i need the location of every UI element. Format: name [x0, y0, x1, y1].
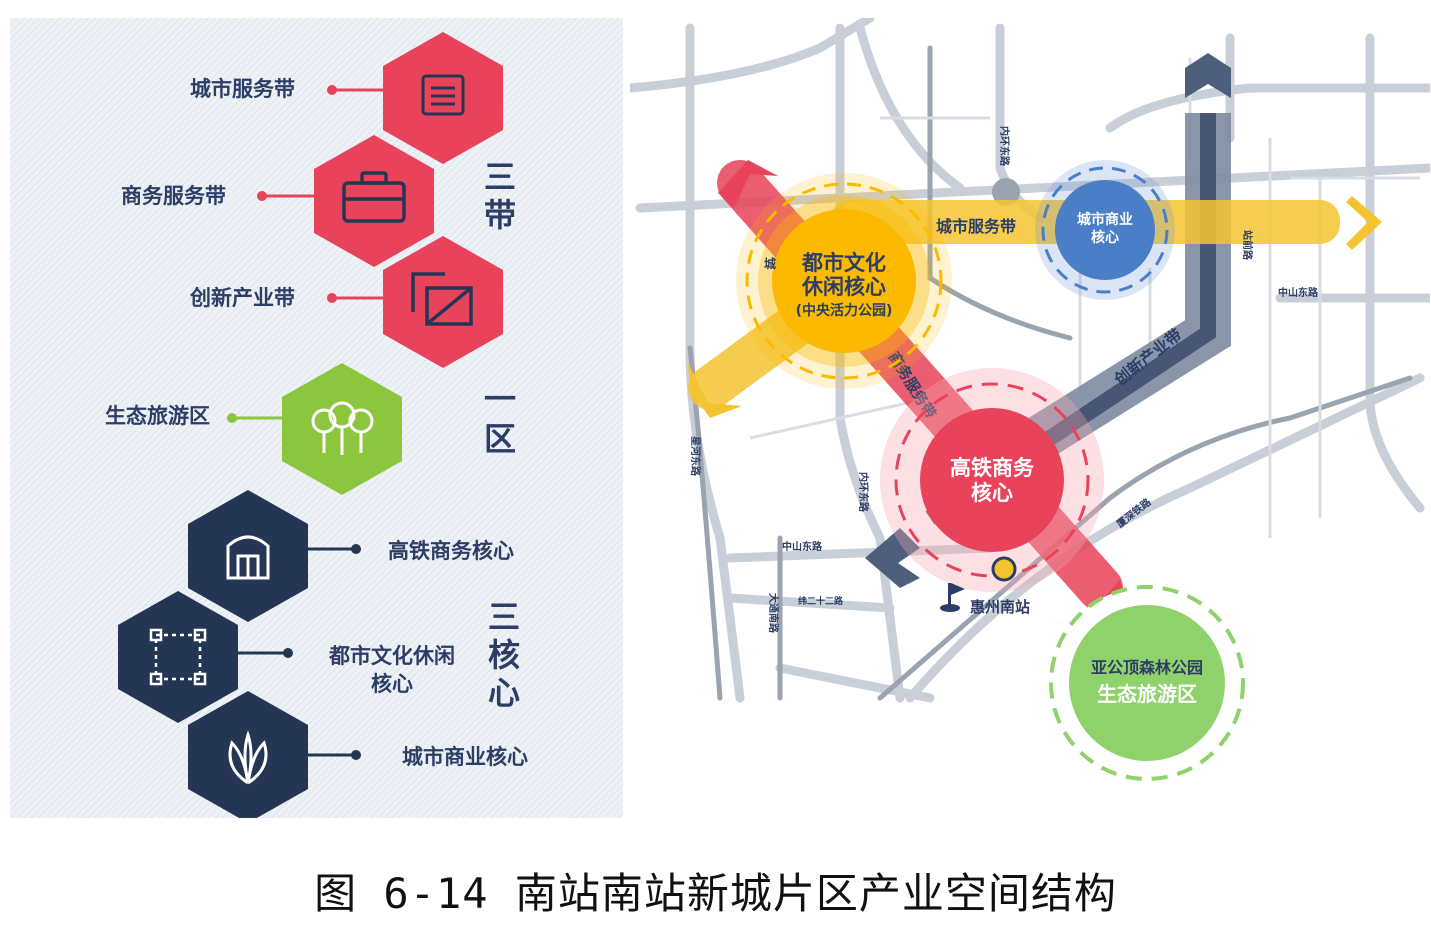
hex-navy-3	[188, 691, 308, 818]
legend-item-business-service-band: 商务服务带	[121, 135, 434, 267]
label-city-service-band: 城市服务带	[936, 217, 1016, 236]
svg-text:心: 心	[488, 674, 520, 712]
core-eco-line1: 亚公顶森林公园	[1091, 658, 1203, 677]
group-label-three-cores: 三 核 心	[488, 598, 520, 712]
leaf-icon	[228, 730, 268, 785]
road-label-inner-ring-s: 内环东路	[857, 472, 870, 513]
core-hsr-line1: 高铁商务	[950, 456, 1035, 480]
hex-red-3	[383, 236, 503, 368]
arrow-culture-spur	[688, 363, 742, 418]
legend-label: 生态旅游区	[105, 404, 210, 428]
road-label-datong: 大通南路	[767, 593, 780, 634]
core-culture-line2: 休闲核心	[801, 275, 886, 299]
station-dot-icon	[991, 556, 1017, 582]
roundabout-icon	[992, 178, 1020, 206]
flag-icon	[940, 583, 965, 612]
group-label-three-bands: 三 带	[484, 158, 516, 234]
legend-label: 创新产业带	[189, 286, 295, 310]
legend-label: 商务服务带	[121, 184, 226, 208]
road-label-zhanqian: 站前路	[1241, 230, 1254, 261]
layers-icon	[411, 272, 473, 326]
svg-text:带: 带	[484, 196, 516, 234]
svg-text:三: 三	[488, 598, 520, 636]
legend-label: 都市文化休闲	[328, 644, 455, 668]
svg-text:核: 核	[488, 636, 520, 674]
hex-red-1	[383, 32, 503, 164]
road-label-zhongshan-w: 中山东路	[782, 540, 823, 553]
legend-item-urban-culture-core: 都市文化休闲 核心	[118, 591, 455, 723]
frame-icon	[149, 628, 207, 686]
legend-item-hsr-business-core: 高铁商务核心	[188, 490, 514, 622]
legend-item-innovation-band: 创新产业带	[189, 236, 503, 368]
legend-item-city-commerce-core: 城市商业核心	[188, 691, 528, 818]
group-label-one-zone: 一 区	[484, 380, 516, 458]
road-label-zhongshan-e: 中山东路	[1278, 286, 1319, 299]
core-eco-tourism: 亚公顶森林公园 生态旅游区	[1049, 585, 1245, 781]
legend-label: 高铁商务核心	[388, 539, 514, 563]
legend-label-2: 核心	[371, 672, 413, 696]
structure-map: 创新产业带 城市服务带 商务服务带 都市文化 休闲核心 (中央活力公园) 城市商…	[630, 18, 1430, 818]
core-commerce-line2: 核心	[1091, 229, 1119, 246]
document-icon	[421, 74, 465, 116]
core-commerce-line1: 城市商业	[1077, 211, 1133, 228]
core-culture-line1: 都市文化	[801, 251, 886, 275]
briefcase-icon	[342, 171, 406, 223]
hex-navy-1	[188, 490, 308, 622]
figure-caption: 图 6-14 南站南站新城片区产业空间结构	[314, 869, 1117, 918]
legend-item-eco-tourism-zone: 生态旅游区	[105, 363, 402, 495]
legend-label: 城市服务带	[190, 77, 295, 101]
trees-icon	[311, 401, 374, 455]
svg-text:一: 一	[484, 380, 516, 418]
core-hsr-line2: 核心	[971, 481, 1013, 505]
hex-green	[282, 363, 402, 495]
core-eco-line2: 生态旅游区	[1097, 682, 1197, 706]
road-label-wei22: 纬二十二路	[798, 595, 844, 607]
svg-text:区: 区	[484, 420, 516, 458]
road-label-cheng: 城	[764, 256, 776, 271]
road-label-inner-ring-n: 内环东路	[998, 126, 1011, 167]
road-label-xinghe: 星河东路	[689, 436, 702, 477]
label-station: 惠州南站	[970, 598, 1030, 616]
core-city-commerce: 城市商业 核心	[1035, 160, 1175, 300]
building-icon	[226, 535, 270, 580]
core-culture-line3: (中央活力公园)	[796, 302, 893, 319]
hex-navy-2	[118, 591, 238, 723]
legend-label: 城市商业核心	[402, 745, 528, 769]
core-hsr-business: 高铁商务 核心	[880, 368, 1104, 592]
legend-panel: 城市服务带 商务服务带 创新产业带	[10, 18, 623, 818]
core-urban-culture: 都市文化 休闲核心 (中央活力公园)	[736, 173, 952, 389]
svg-text:三: 三	[484, 158, 516, 196]
legend-item-city-service-band: 城市服务带	[190, 32, 503, 164]
hex-red-2	[314, 135, 434, 267]
station-marker: 惠州南站	[940, 556, 1030, 616]
